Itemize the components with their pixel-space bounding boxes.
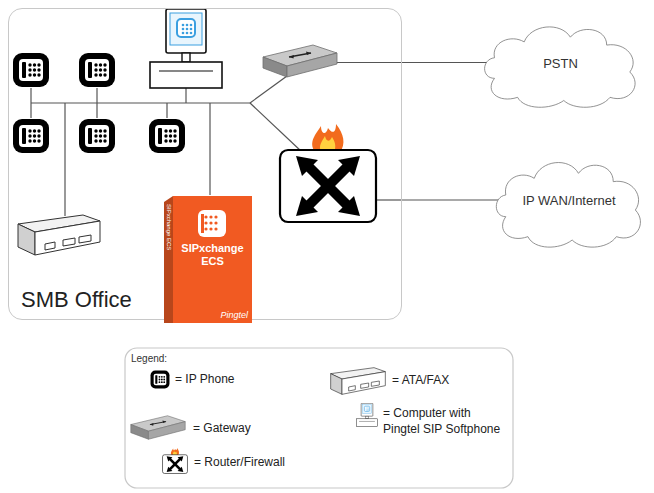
lan-wiring xyxy=(209,103,210,195)
brand-mark: Pingtel xyxy=(220,310,248,320)
region-title: SMB Office xyxy=(21,287,132,313)
lan-wiring xyxy=(96,88,97,118)
product-logo xyxy=(204,215,207,218)
legend-samples xyxy=(356,403,377,426)
router-firewall-icon xyxy=(280,124,376,222)
ip-phone-icons xyxy=(79,53,115,87)
legend-heading: Legend: xyxy=(131,353,167,364)
lan-wiring xyxy=(166,103,167,118)
ip-phone-icons xyxy=(13,53,49,87)
lan-wiring xyxy=(64,103,65,216)
product-logo xyxy=(204,227,207,230)
legend-entry: = Gateway xyxy=(193,421,251,437)
legend-frame xyxy=(125,348,513,488)
lan-wiring xyxy=(375,199,402,200)
cloud-outline xyxy=(496,163,640,248)
product-logo xyxy=(204,215,217,230)
spine-text: SIPxchange ECS xyxy=(166,204,172,250)
legend-entry: = Router/Firewall xyxy=(194,455,285,471)
softphone-computer xyxy=(150,9,222,88)
legend-entry: = Computer with Pingtel SIP Softphone xyxy=(383,406,509,437)
router-firewall-icon xyxy=(280,124,376,222)
lan-wiring xyxy=(185,88,186,103)
legend-samples xyxy=(131,368,386,474)
legend-frame xyxy=(125,348,513,488)
cloud-outline xyxy=(485,27,636,107)
network-cloud: PSTN xyxy=(478,15,643,110)
legend-samples xyxy=(163,448,188,473)
box-front xyxy=(173,196,252,323)
product-logo xyxy=(201,214,204,233)
lan-wiring xyxy=(336,62,402,63)
softphone-computer xyxy=(150,9,222,88)
ip-phone-icons xyxy=(13,119,49,153)
ip-phone-icons xyxy=(149,119,185,153)
lan-wiring xyxy=(30,88,31,118)
product-logo xyxy=(214,215,217,218)
product-logo xyxy=(209,227,212,230)
network-cloud: IP WAN/Internet xyxy=(490,150,648,250)
box-spine xyxy=(164,196,173,323)
product-logo xyxy=(209,215,212,218)
gateway-icon xyxy=(263,45,337,77)
legend-entry: = IP Phone xyxy=(175,372,235,388)
legend-entry: = ATA/FAX xyxy=(392,373,449,389)
legend-samples xyxy=(331,368,386,395)
lan-wiring xyxy=(31,102,250,103)
legend-samples xyxy=(151,371,170,389)
product-name: SIPxchange ECS xyxy=(173,242,252,267)
ip-phone-icons xyxy=(79,119,115,153)
cloud-label: IP WAN/Internet xyxy=(522,193,615,208)
gateway-icon xyxy=(263,45,337,77)
ata-fax-icon xyxy=(18,215,100,255)
product-logo xyxy=(198,210,226,237)
product-logo xyxy=(214,227,217,230)
lan-wiring xyxy=(250,103,302,152)
product-logo xyxy=(214,221,217,224)
cloud-label: PSTN xyxy=(543,55,578,70)
product-logo xyxy=(204,221,207,224)
ata-fax-icon xyxy=(18,215,100,255)
product-logo xyxy=(209,221,212,224)
lan-wiring xyxy=(250,76,287,103)
legend-samples xyxy=(131,416,185,440)
office-region: SMB OfficeSIPxchange ECSPingtelSIPxchang… xyxy=(8,8,402,320)
server-product-box: SIPxchange ECS Pingtel SIPxchange ECS xyxy=(164,196,252,323)
